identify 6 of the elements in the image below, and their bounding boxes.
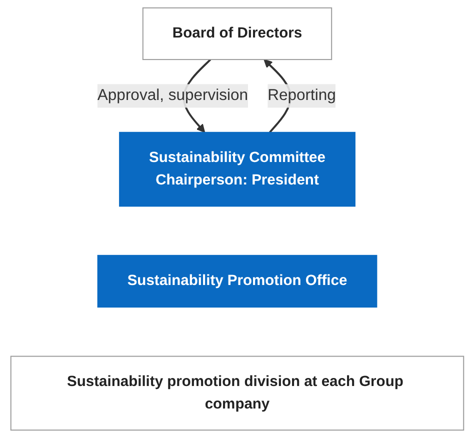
node-box: Sustainability Committee Chairperson: President: [118, 132, 356, 207]
node-box: Sustainability Promotion Office: [97, 254, 377, 308]
node-box: Sustainability promotion division at each Group company: [10, 356, 464, 431]
node-box: Board of Directors: [142, 7, 332, 60]
edge-label: Reporting: [267, 87, 336, 104]
edge-label: Approval, supervision: [97, 87, 248, 104]
